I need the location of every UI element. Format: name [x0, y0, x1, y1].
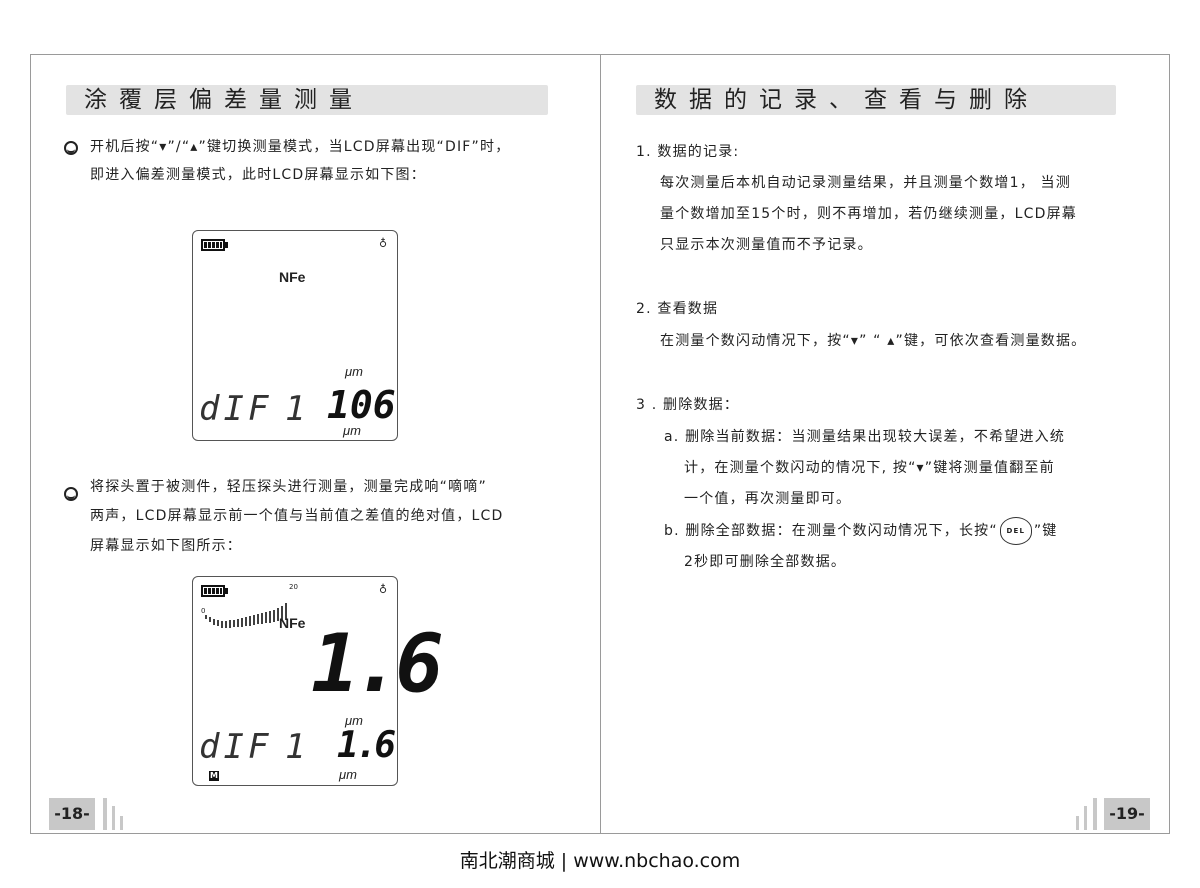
s3b-pre: b. 删除全部数据：在测量个数闪动情况下，长按“ [664, 523, 998, 539]
lcd-value: 106 [327, 383, 396, 427]
bullet1-line1: 开机后按“▾”/“▴”键切换测量模式，当LCD屏幕出现“DIF”时， [90, 139, 511, 155]
footer-watermark: 南北潮商城 | www.nbchao.com [459, 850, 741, 872]
page-bar-decor [103, 798, 107, 830]
bullet-icon [64, 141, 78, 155]
s3b-line2: 2秒即可删除全部数据。 [684, 554, 847, 570]
bullet1-line2: 即进入偏差测量模式，此时LCD屏幕显示如下图： [90, 167, 426, 183]
right-section-title: 数据的记录、查看与删除 [636, 85, 1116, 115]
s1-heading: 1. 数据的记录: [636, 144, 740, 160]
page-divider [600, 54, 601, 834]
s1-line3: 只显示本次测量值而不予记录。 [660, 237, 873, 253]
bullet2-line2: 两声，LCD屏幕显示前一个值与当前值之差值的绝对值，LCD [90, 508, 504, 524]
s2-heading: 2. 查看数据 [636, 301, 719, 317]
lcd-display-2: ♁ 20 0 NFe 1.6 μm dIF 1 1.6 μm M [192, 576, 443, 786]
lcd-value: 1.6 [337, 725, 396, 766]
lcd-unit-mid: μm [345, 713, 363, 728]
page-bar-decor [1093, 798, 1097, 830]
s3b-post: ”键 [1033, 523, 1058, 539]
page-bar-decor [120, 816, 123, 830]
right-page-number: -19- [1104, 798, 1150, 830]
backlight-icon: ♁ [378, 583, 387, 596]
scale-max-label: 20 [289, 583, 298, 591]
lcd-big-value: 1.6 [311, 617, 443, 710]
del-key-icon: DEL [999, 517, 1032, 545]
analog-scale-icon [205, 603, 287, 628]
s3b-line1: b. 删除全部数据：在测量个数闪动情况下，长按“DEL”键 [664, 517, 1058, 545]
battery-icon [201, 239, 228, 251]
lcd-unit-bottom: μm [339, 767, 357, 782]
s3a-line3: 一个值，再次测量即可。 [684, 491, 852, 507]
battery-icon [201, 585, 228, 597]
bullet2-line3: 屏幕显示如下图所示： [90, 538, 242, 554]
bullet-icon [64, 487, 78, 501]
left-section-title: 涂覆层偏差量测量 [66, 85, 548, 115]
left-page-number: -18- [49, 798, 95, 830]
bullet2-line1: 将探头置于被测件，轻压探头进行测量，测量完成响“嘀嘀” [90, 479, 487, 495]
lcd-dif-label: dIF [199, 389, 273, 429]
lcd-unit-top: μm [345, 364, 363, 379]
s1-line2: 量个数增加至15个时，则不再增加，若仍继续测量，LCD屏幕 [660, 206, 1077, 222]
page-bar-decor [1084, 806, 1087, 830]
backlight-icon: ♁ [378, 237, 387, 250]
lcd-mode-label: NFe [279, 615, 306, 631]
lcd-dif-label: dIF [199, 727, 273, 767]
lcd-mode-label: NFe [279, 269, 306, 285]
scale-min-label: 0 [201, 607, 206, 615]
page-bar-decor [112, 806, 115, 830]
s1-line1: 每次测量后本机自动记录测量结果，并且测量个数增1， 当测 [660, 175, 1071, 191]
s3-heading: 3 . 删除数据： [636, 397, 740, 413]
lcd-unit-bottom: μm [343, 423, 361, 438]
page-bar-decor [1076, 816, 1079, 830]
s3a-line1: a. 删除当前数据：当测量结果出现较大误差，不希望进入统 [664, 429, 1066, 445]
memory-icon: M [209, 771, 219, 781]
lcd-dif-index: 1 [285, 727, 310, 767]
s3a-line2: 计，在测量个数闪动的情况下, 按“▾”键将测量值翻至前 [684, 460, 1055, 476]
s2-line1: 在测量个数闪动情况下，按“▾” “ ▴”键，可依次查看测量数据。 [660, 333, 1087, 349]
lcd-dif-index: 1 [285, 389, 310, 429]
lcd-display-1: ♁ NFe μm dIF 1 106 μm [192, 230, 398, 441]
